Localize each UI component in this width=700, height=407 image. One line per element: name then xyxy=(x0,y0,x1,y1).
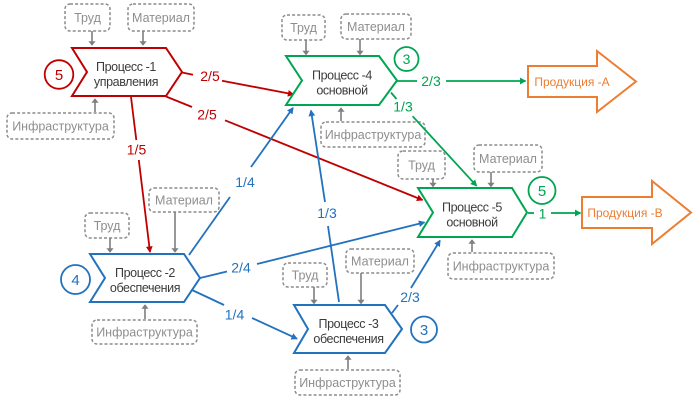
svg-text:Процесс -3: Процесс -3 xyxy=(319,317,379,331)
svg-text:5: 5 xyxy=(538,183,546,200)
svg-text:обеспечения: обеспечения xyxy=(110,281,180,295)
svg-text:3: 3 xyxy=(403,51,411,67)
svg-text:1/3: 1/3 xyxy=(317,205,337,221)
svg-text:1: 1 xyxy=(539,206,547,222)
svg-text:Инфраструктура: Инфраструктура xyxy=(325,128,422,142)
svg-text:3: 3 xyxy=(420,322,428,339)
svg-text:Процесс -2: Процесс -2 xyxy=(115,266,175,280)
svg-text:Труд: Труд xyxy=(408,158,436,172)
svg-text:1/4: 1/4 xyxy=(225,307,245,323)
svg-text:1/3: 1/3 xyxy=(393,99,413,115)
svg-text:Процесс -1: Процесс -1 xyxy=(96,60,156,74)
svg-text:Продукция -А: Продукция -А xyxy=(534,75,609,89)
svg-text:Материал: Материал xyxy=(155,193,213,207)
svg-text:2/4: 2/4 xyxy=(231,260,251,276)
svg-text:Инфраструктура: Инфраструктура xyxy=(299,376,396,390)
svg-text:основной: основной xyxy=(316,84,368,98)
svg-text:2/3: 2/3 xyxy=(421,73,441,89)
svg-text:5: 5 xyxy=(55,67,63,84)
svg-text:Труд: Труд xyxy=(74,11,102,25)
svg-text:Продукция -В: Продукция -В xyxy=(587,206,662,220)
svg-text:Труд: Труд xyxy=(94,219,122,233)
svg-text:управления: управления xyxy=(94,75,158,89)
svg-text:Инфраструктура: Инфраструктура xyxy=(453,259,550,273)
svg-text:1/5: 1/5 xyxy=(127,142,147,158)
svg-text:1/4: 1/4 xyxy=(235,174,255,190)
svg-text:Труд: Труд xyxy=(290,21,318,35)
svg-text:Труд: Труд xyxy=(292,268,320,282)
svg-text:основной: основной xyxy=(446,216,498,230)
svg-text:Материал: Материал xyxy=(132,11,190,25)
svg-text:Процесс -4: Процесс -4 xyxy=(312,69,372,83)
svg-text:Инфраструктура: Инфраструктура xyxy=(96,325,193,339)
svg-text:обеспечения: обеспечения xyxy=(313,332,383,346)
svg-text:2/3: 2/3 xyxy=(400,289,420,305)
svg-text:2/5: 2/5 xyxy=(197,107,217,123)
svg-text:Материал: Материал xyxy=(347,20,405,34)
svg-text:Материал: Материал xyxy=(479,152,537,166)
svg-text:Инфраструктура: Инфраструктура xyxy=(12,119,109,133)
svg-text:Процесс -5: Процесс -5 xyxy=(442,201,502,215)
svg-text:Материал: Материал xyxy=(351,254,409,268)
svg-text:2/5: 2/5 xyxy=(200,68,220,84)
svg-text:4: 4 xyxy=(71,272,79,289)
